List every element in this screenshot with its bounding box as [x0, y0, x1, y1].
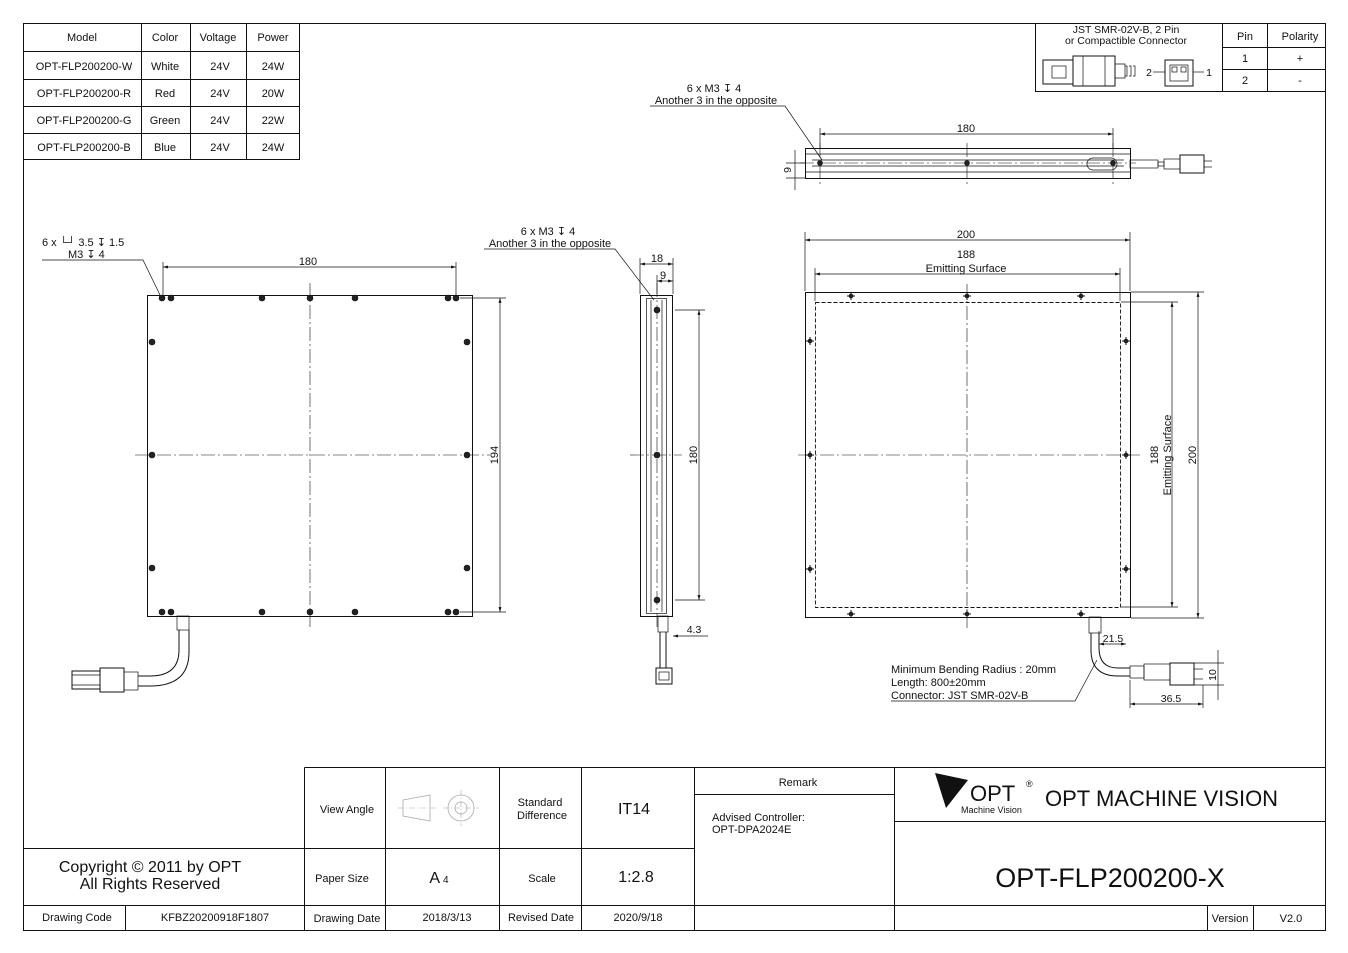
spec-cell-model: OPT-FLP200200-R	[37, 88, 131, 100]
connector-title-line1: JST SMR-02V-B, 2 Pin	[1073, 24, 1180, 36]
back-dim-21-5: 21.5	[1103, 633, 1124, 645]
paper-size-label: Paper Size	[315, 873, 369, 885]
top-view: 180 9 6 x M3 ↧ 4 Another 3 in the opposi…	[650, 83, 1212, 190]
spec-cell-power: 24W	[262, 61, 285, 73]
connector-pin2-label: 2	[1146, 67, 1152, 79]
connector-pin1-label: 1	[1206, 67, 1212, 79]
spec-cell-power: 24W	[262, 142, 285, 154]
spec-header-voltage: Voltage	[200, 32, 237, 44]
connector-cell-pin: 1	[1242, 53, 1248, 65]
front-note-line2: M3 ↧ 4	[68, 249, 105, 261]
connector-cell-polarity: -	[1298, 75, 1302, 87]
spec-cell-model: OPT-FLP200200-W	[36, 61, 133, 73]
back-dim-36-5: 36.5	[1161, 693, 1182, 705]
drawing-date-value: 2018/3/13	[423, 912, 472, 924]
back-dim-200-top: 200	[957, 229, 975, 241]
spec-cell-color: Red	[155, 88, 175, 100]
side-note-line2: Another 3 in the opposite	[489, 238, 611, 250]
connector-header-polarity: Polarity	[1282, 31, 1319, 43]
svg-text:®: ®	[1026, 779, 1033, 789]
spec-cell-voltage: 24V	[210, 115, 230, 127]
connector-illustration: 2 1	[1042, 55, 1212, 87]
side-view: 18 9 180 4.3 6 x M3 ↧ 4 Another 3 in the…	[484, 226, 708, 685]
advised-controller-line1: Advised Controller:	[712, 812, 805, 824]
copyright-line2: All Rights Reserved	[80, 876, 221, 893]
back-dim-188-right: 188	[1149, 446, 1161, 464]
spec-cell-power: 22W	[262, 115, 285, 127]
front-dim-180: 180	[299, 256, 317, 268]
std-diff-value: IT14	[618, 801, 650, 818]
spec-header-color: Color	[152, 32, 179, 44]
part-number: OPT-FLP200200-X	[995, 863, 1225, 893]
drawing-code-value: KFBZ20200918F1807	[161, 912, 269, 924]
spec-cell-color: Blue	[154, 142, 176, 154]
title-block: Copyright © 2011 by OPT All Rights Reser…	[23, 767, 1326, 931]
back-note-connector: Connector: JST SMR-02V-B	[891, 690, 1028, 702]
front-view: 180 194 6 x └┘ 3.5 ↧ 1.5 M3 ↧ 4	[42, 235, 506, 693]
back-dim-10: 10	[1207, 669, 1219, 681]
company-name: OPT MACHINE VISION	[1045, 786, 1278, 811]
top-dim-9: 9	[782, 167, 794, 173]
back-dim-188-top: 188	[957, 249, 975, 261]
spec-header-model: Model	[67, 32, 97, 44]
back-emitting-top: Emitting Surface	[926, 263, 1007, 275]
connector-header-pin: Pin	[1237, 31, 1253, 43]
spec-cell-color: White	[151, 61, 179, 73]
spec-cell-model: OPT-FLP200200-B	[37, 142, 131, 154]
drawing-date-label: Drawing Date	[314, 913, 381, 925]
connector-cell-pin: 2	[1242, 75, 1248, 87]
spec-cell-color: Green	[150, 115, 181, 127]
back-view: 200 188 Emitting Surface 188 Emitting Su…	[798, 229, 1224, 708]
svg-text:Machine Vision: Machine Vision	[961, 805, 1022, 815]
side-dim-9: 9	[660, 270, 666, 282]
front-note-line1: 6 x └┘ 3.5 ↧ 1.5	[42, 235, 124, 249]
spec-cell-voltage: 24V	[210, 88, 230, 100]
revised-date-value: 2020/9/18	[614, 912, 663, 924]
top-dim-180: 180	[957, 123, 975, 135]
drawing-code-label: Drawing Code	[42, 912, 112, 924]
side-note-line1: 6 x M3 ↧ 4	[521, 226, 575, 238]
top-note-line2: Another 3 in the opposite	[655, 95, 777, 107]
remark-label: Remark	[779, 777, 818, 789]
back-note-length: Length: 800±20mm	[891, 677, 986, 689]
back-dim-200-right: 200	[1187, 446, 1199, 464]
advised-controller-line2: OPT-DPA2024E	[712, 824, 791, 836]
opt-logo: OPT ® Machine Vision	[935, 773, 1033, 815]
sheet-border	[23, 23, 1326, 931]
revised-date-label: Revised Date	[508, 912, 574, 924]
top-note-line1: 6 x M3 ↧ 4	[687, 83, 741, 95]
view-angle-label: View Angle	[320, 804, 374, 816]
scale-value: 1:2.8	[618, 869, 654, 886]
spec-cell-voltage: 24V	[210, 142, 230, 154]
version-value: V2.0	[1280, 913, 1303, 925]
svg-text:OPT: OPT	[970, 781, 1015, 806]
side-dim-4-3: 4.3	[687, 624, 702, 636]
connector-title-line2: or Compactible Connector	[1065, 35, 1187, 47]
back-emitting-right: Emitting Surface	[1162, 415, 1174, 496]
std-diff-line1: Standard	[518, 797, 563, 809]
spec-cell-voltage: 24V	[210, 61, 230, 73]
connector-table: JST SMR-02V-B, 2 Pin or Compactible Conn…	[1035, 23, 1326, 92]
spec-table: Model Color Voltage Power OPT-FLP200200-…	[23, 23, 300, 160]
side-dim-180: 180	[688, 446, 700, 464]
connector-cell-polarity: +	[1297, 53, 1303, 65]
copyright-line1: Copyright © 2011 by OPT	[59, 859, 241, 876]
spec-header-power: Power	[257, 32, 289, 44]
scale-label: Scale	[528, 873, 556, 885]
back-note-bend: Minimum Bending Radius : 20mm	[891, 664, 1056, 676]
side-dim-18: 18	[651, 253, 663, 265]
spec-cell-power: 20W	[262, 88, 285, 100]
std-diff-line2: Difference	[517, 810, 567, 822]
projection-symbol-icon	[398, 790, 479, 826]
version-label: Version	[1212, 913, 1249, 925]
front-dim-194: 194	[489, 446, 501, 464]
spec-cell-model: OPT-FLP200200-G	[37, 115, 132, 127]
